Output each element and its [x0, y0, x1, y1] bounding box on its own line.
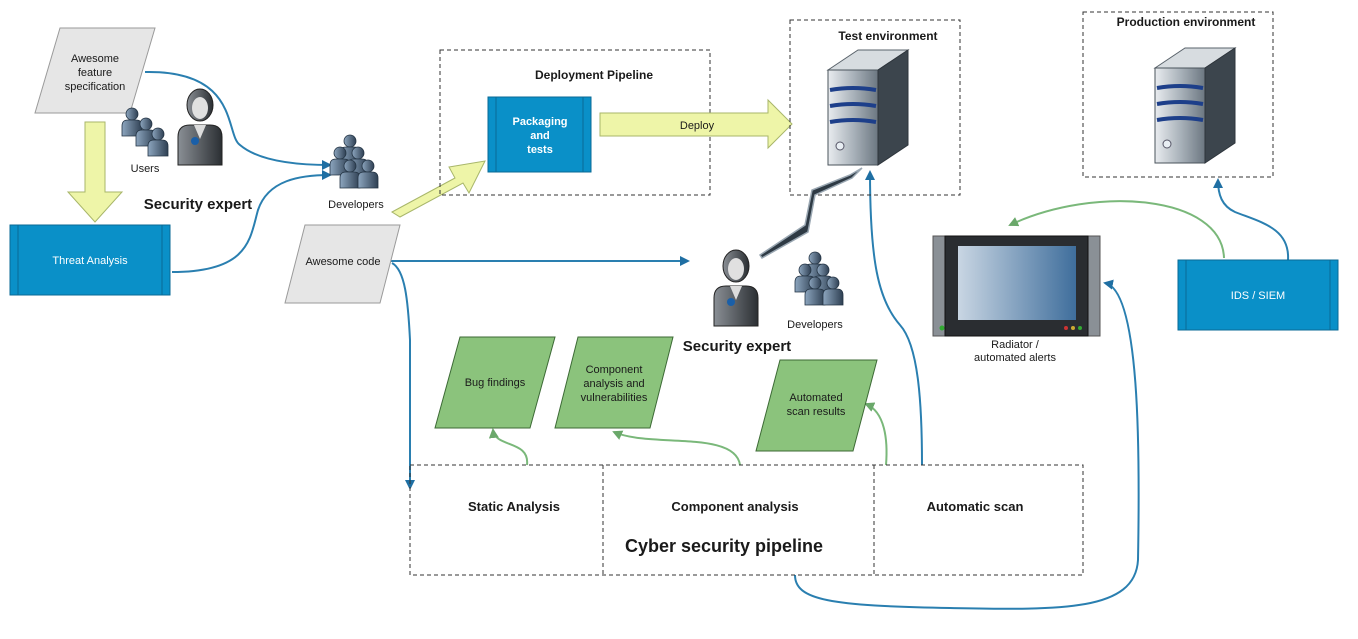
threat-analysis-label: Threat Analysis	[52, 255, 128, 267]
feature-specification-doc: Awesome feature specification	[34, 27, 156, 114]
automatic-scan-to-test-env-line	[865, 170, 923, 466]
scan-doc-line-2: scan results	[787, 406, 846, 418]
component-to-vulnerabilities-line	[612, 430, 741, 466]
component-vulnerabilities-doc: Component analysis and vulnerabilities	[554, 336, 674, 429]
scan-results-doc: Automated scan results	[755, 359, 878, 452]
cyber-security-pipeline-frame: Static Analysis Component analysis Autom…	[409, 464, 1084, 576]
green-connectors	[488, 200, 1225, 466]
developers-label-2: Developers	[787, 319, 843, 331]
users-group-icon	[121, 107, 169, 157]
ids-siem-box: IDS / SIEM	[1177, 259, 1339, 331]
deployment-pipeline-frame: Deployment Pipeline	[439, 49, 711, 196]
awesome-code-doc: Awesome code	[284, 224, 401, 304]
awesome-code-label: Awesome code	[305, 256, 380, 268]
bug-findings-doc: Bug findings	[434, 336, 556, 429]
code-to-pipeline-yellow-arrow	[391, 160, 486, 218]
packaging-line-3: tests	[527, 144, 553, 156]
spec-to-developers-line	[144, 70, 332, 170]
blue-connectors	[144, 70, 1290, 610]
code-to-static-analysis-line	[391, 262, 415, 490]
production-environment-frame: Production environment	[1082, 11, 1274, 178]
spec-line-3: specification	[65, 81, 126, 93]
production-server-icon	[1153, 46, 1237, 165]
bug-findings-label: Bug findings	[465, 377, 526, 389]
component-to-radiator-line	[794, 279, 1140, 610]
deploy-label: Deploy	[680, 120, 715, 132]
developers-group-icon	[329, 134, 379, 189]
component-doc-line-3: vulnerabilities	[581, 392, 648, 404]
packaging-line-1: Packaging	[512, 116, 567, 128]
ids-to-production-line	[1213, 178, 1290, 261]
production-environment-title: Production environment	[1117, 15, 1256, 29]
spec-to-threat-yellow-arrow	[66, 121, 124, 223]
test-environment-frame: Test environment	[789, 19, 961, 196]
component-analysis-label: Component analysis	[671, 499, 798, 514]
radiator-line-2: automated alerts	[974, 352, 1056, 364]
automatic-scan-label: Automatic scan	[927, 499, 1024, 514]
users-label: Users	[131, 163, 160, 175]
spec-line-2: feature	[78, 67, 112, 79]
threat-analysis-box: Threat Analysis	[9, 224, 171, 296]
scan-doc-line-1: Automated	[789, 392, 842, 404]
deploy-arrow: Deploy	[599, 98, 793, 150]
security-expert-icon-2	[713, 249, 759, 327]
security-expert-icon	[177, 88, 223, 166]
developers-group-icon-2	[794, 251, 844, 306]
deployment-pipeline-title: Deployment Pipeline	[535, 68, 653, 82]
developers-label-1: Developers	[328, 199, 384, 211]
lightning-connector	[758, 167, 863, 259]
scan-to-results-line	[864, 402, 888, 466]
packaging-tests-box: Packaging and tests	[487, 96, 592, 173]
spec-line-1: Awesome	[71, 53, 119, 65]
radiator-line-1: Radiator /	[991, 339, 1040, 351]
radiator-monitor-icon	[932, 235, 1101, 337]
static-to-bug-findings-line	[488, 428, 529, 466]
ids-to-radiator-line	[1008, 200, 1225, 259]
cyber-security-pipeline-title: Cyber security pipeline	[625, 536, 823, 556]
threat-to-developers-line	[171, 170, 332, 273]
security-expert-label-2: Security expert	[683, 338, 791, 355]
test-environment-title: Test environment	[838, 29, 937, 43]
ids-siem-label: IDS / SIEM	[1231, 290, 1285, 302]
security-expert-label-1: Security expert	[144, 196, 252, 213]
component-doc-line-1: Component	[586, 364, 643, 376]
test-server-icon	[826, 48, 910, 167]
component-doc-line-2: analysis and	[583, 378, 644, 390]
static-analysis-label: Static Analysis	[468, 499, 560, 514]
packaging-line-2: and	[530, 130, 550, 142]
